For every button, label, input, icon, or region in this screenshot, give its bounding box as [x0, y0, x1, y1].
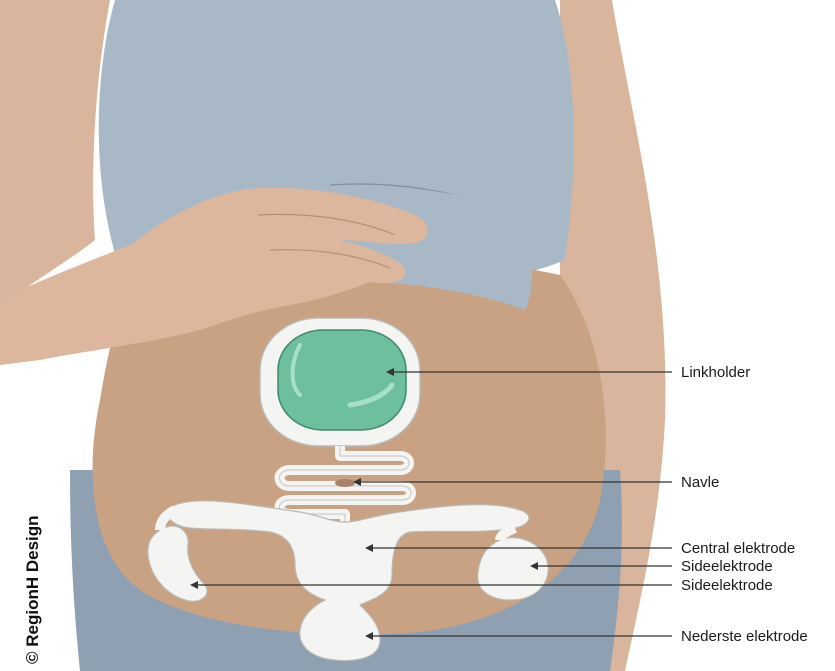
label-linkholder: Linkholder	[681, 364, 750, 381]
label-navle: Navle	[681, 474, 719, 491]
label-central-elektrode: Central elektrode	[681, 540, 795, 557]
linkholder-device	[278, 330, 406, 430]
left-side	[0, 0, 110, 300]
label-sideelektrode-right: Sideelektrode	[681, 558, 773, 575]
copyright-text: © RegionH Design	[23, 515, 42, 664]
navel	[335, 479, 355, 487]
label-sideelektrode-left: Sideelektrode	[681, 577, 773, 594]
label-nederste-elektrode: Nederste elektrode	[681, 628, 808, 645]
